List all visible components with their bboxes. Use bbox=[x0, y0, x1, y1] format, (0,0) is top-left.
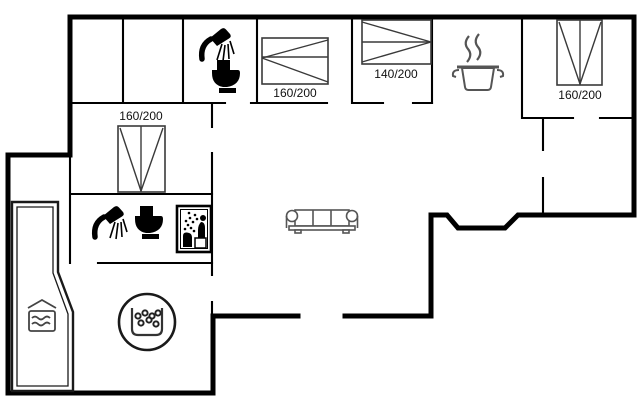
bathroom-top bbox=[202, 28, 240, 93]
bed-top-right: 160/200 bbox=[556, 19, 603, 102]
cooking-pot-icon bbox=[451, 33, 505, 91]
sofa-icon bbox=[285, 209, 359, 234]
swimming-pool bbox=[10, 200, 75, 393]
toilet-icon bbox=[135, 206, 163, 239]
bathroom-middle bbox=[95, 206, 163, 239]
bed-size-label: 160/200 bbox=[273, 86, 317, 100]
bed-top-left: 160/200 bbox=[261, 37, 329, 100]
sauna-icon bbox=[175, 204, 213, 254]
whirlpool bbox=[117, 292, 177, 352]
bed-size-label: 160/200 bbox=[558, 88, 602, 102]
toilet-icon bbox=[212, 60, 240, 93]
whirlpool-icon bbox=[130, 308, 164, 337]
bed-size-label: 140/200 bbox=[374, 67, 418, 81]
bed-top-middle: 140/200 bbox=[361, 19, 432, 81]
swimming-pool-icon bbox=[27, 298, 57, 332]
interior-walls bbox=[68, 17, 634, 318]
bed-size-label: 160/200 bbox=[119, 109, 163, 123]
bed-left: 160/200 bbox=[117, 109, 166, 193]
shower-icon bbox=[95, 206, 127, 239]
shower-icon bbox=[202, 28, 234, 61]
